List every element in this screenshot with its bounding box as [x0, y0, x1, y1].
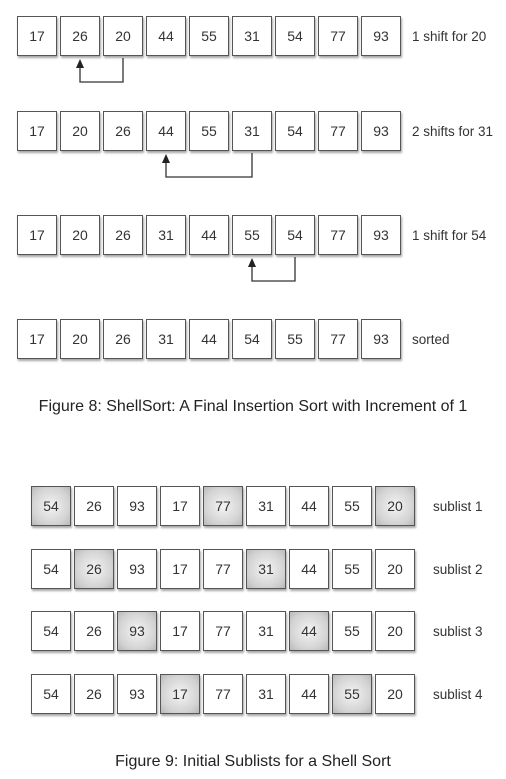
arrow-head-icon	[162, 154, 170, 163]
array-cell: 54	[31, 549, 71, 589]
array-cell: 31	[246, 549, 286, 589]
array-cell: 31	[246, 611, 286, 651]
array-cell: 77	[203, 549, 243, 589]
array-cell: 44	[289, 674, 329, 714]
shift-arrow	[76, 58, 124, 83]
array-cell: 93	[117, 611, 157, 651]
array-cell: 54	[275, 215, 315, 255]
shift-arrow	[248, 257, 296, 282]
array-cell: 55	[332, 611, 372, 651]
array-cell: 44	[189, 215, 229, 255]
array-cell: 31	[232, 16, 272, 56]
array-cell: 20	[103, 16, 143, 56]
row-label: 1 shift for 54	[412, 227, 487, 243]
array-cell: 55	[332, 486, 372, 526]
array-cell: 77	[203, 611, 243, 651]
shift-arrow-line	[165, 153, 253, 178]
array-cell: 77	[318, 16, 358, 56]
array-cell: 17	[17, 111, 57, 151]
array-cell: 44	[189, 319, 229, 359]
array-cell: 26	[74, 549, 114, 589]
row-label: sublist 2	[433, 561, 483, 577]
array-cell: 93	[361, 215, 401, 255]
array-cell: 54	[232, 319, 272, 359]
row-label: sublist 4	[433, 686, 483, 702]
row-label: 2 shifts for 31	[412, 123, 494, 139]
array-cell: 44	[146, 16, 186, 56]
array-cell: 54	[31, 674, 71, 714]
figure-8-caption: Figure 8: ShellSort: A Final Insertion S…	[38, 398, 468, 415]
array-cell: 54	[275, 111, 315, 151]
array-cell: 93	[361, 16, 401, 56]
array-cell: 93	[361, 111, 401, 151]
array-cell: 93	[361, 319, 401, 359]
array-cell: 26	[103, 319, 143, 359]
array-cell: 17	[160, 674, 200, 714]
array-cell: 93	[117, 549, 157, 589]
row-label: 1 shift for 20	[412, 28, 487, 44]
array-cell: 17	[160, 486, 200, 526]
array-cell: 20	[60, 111, 100, 151]
array-cell: 31	[146, 215, 186, 255]
shift-arrow-line	[79, 58, 124, 83]
array-cell: 17	[17, 319, 57, 359]
array-cell: 54	[275, 16, 315, 56]
array-cell: 44	[289, 486, 329, 526]
array-cell: 55	[332, 674, 372, 714]
array-cell: 20	[375, 549, 415, 589]
array-cell: 17	[17, 215, 57, 255]
array-cell: 31	[246, 674, 286, 714]
array-cell: 77	[203, 674, 243, 714]
array-cell: 55	[275, 319, 315, 359]
row-label: sorted	[412, 331, 450, 347]
array-cell: 26	[74, 611, 114, 651]
row-label: sublist 3	[433, 623, 483, 639]
array-cell: 17	[160, 549, 200, 589]
array-cell: 93	[117, 486, 157, 526]
array-cell: 31	[246, 486, 286, 526]
array-cell: 44	[289, 549, 329, 589]
array-cell: 17	[17, 16, 57, 56]
arrow-head-icon	[248, 258, 256, 267]
array-cell: 55	[232, 215, 272, 255]
figure-9-caption: Figure 9: Initial Sublists for a Shell S…	[115, 753, 391, 770]
array-cell: 77	[203, 486, 243, 526]
array-cell: 54	[31, 611, 71, 651]
array-cell: 20	[60, 215, 100, 255]
array-cell: 55	[189, 111, 229, 151]
array-cell: 54	[31, 486, 71, 526]
row-label: sublist 1	[433, 498, 483, 514]
array-cell: 77	[318, 319, 358, 359]
array-cell: 55	[189, 16, 229, 56]
array-cell: 77	[318, 215, 358, 255]
array-cell: 26	[60, 16, 100, 56]
array-cell: 93	[117, 674, 157, 714]
array-cell: 20	[375, 674, 415, 714]
array-cell: 26	[74, 486, 114, 526]
array-cell: 44	[146, 111, 186, 151]
array-cell: 26	[74, 674, 114, 714]
array-cell: 55	[332, 549, 372, 589]
array-cell: 20	[375, 611, 415, 651]
array-cell: 26	[103, 215, 143, 255]
array-cell: 26	[103, 111, 143, 151]
arrow-head-icon	[76, 59, 84, 68]
array-cell: 20	[375, 486, 415, 526]
array-cell: 44	[289, 611, 329, 651]
array-cell: 31	[232, 111, 272, 151]
shift-arrow	[162, 153, 253, 178]
array-cell: 77	[318, 111, 358, 151]
array-cell: 20	[60, 319, 100, 359]
array-cell: 17	[160, 611, 200, 651]
shift-arrow-line	[251, 257, 296, 282]
array-cell: 31	[146, 319, 186, 359]
